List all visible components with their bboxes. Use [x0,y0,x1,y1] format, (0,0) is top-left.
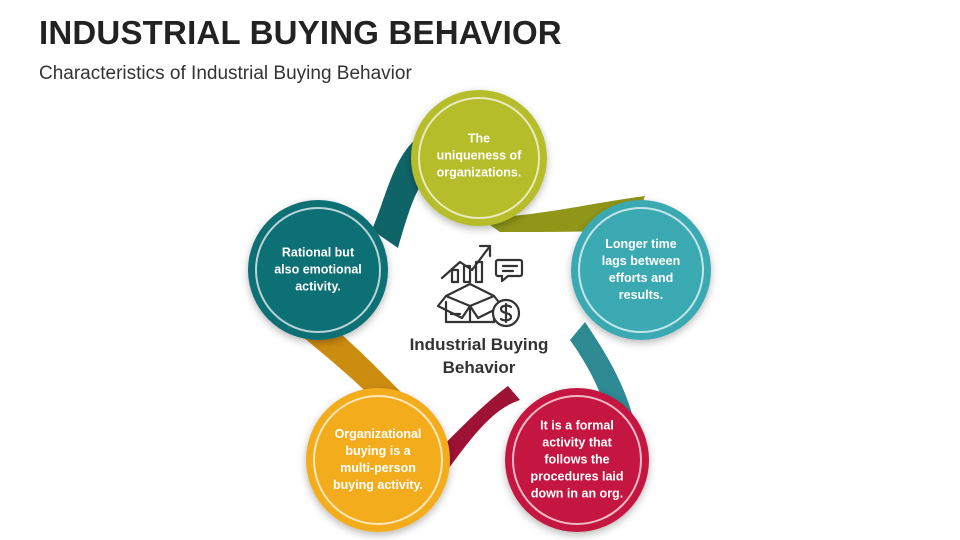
node-text-multi-person: Organizational buying is a multi-person … [332,427,424,492]
node-circle-rational [248,200,388,340]
page-title: INDUSTRIAL BUYING BEHAVIOR [39,14,562,51]
center-label: Industrial Buying Behavior [409,335,549,377]
box-chart-dollar-icon [436,244,524,328]
node-text-time-lags: Longer time lags between efforts and res… [601,237,681,302]
node-text-rational: Rational but also emotional activity. [274,245,362,294]
node-text-formal-activity: It is a formal activity that follows the… [530,418,624,501]
node-circle-uniqueness [411,90,547,226]
node-circles [248,90,711,532]
node-circle-formal-activity [505,388,649,532]
page-subtitle: Characteristics of Industrial Buying Beh… [39,63,412,84]
node-text-uniqueness: The uniqueness of organizations. [436,131,522,180]
node-circle-time-lags [571,200,711,340]
node-circle-multi-person [306,388,450,532]
